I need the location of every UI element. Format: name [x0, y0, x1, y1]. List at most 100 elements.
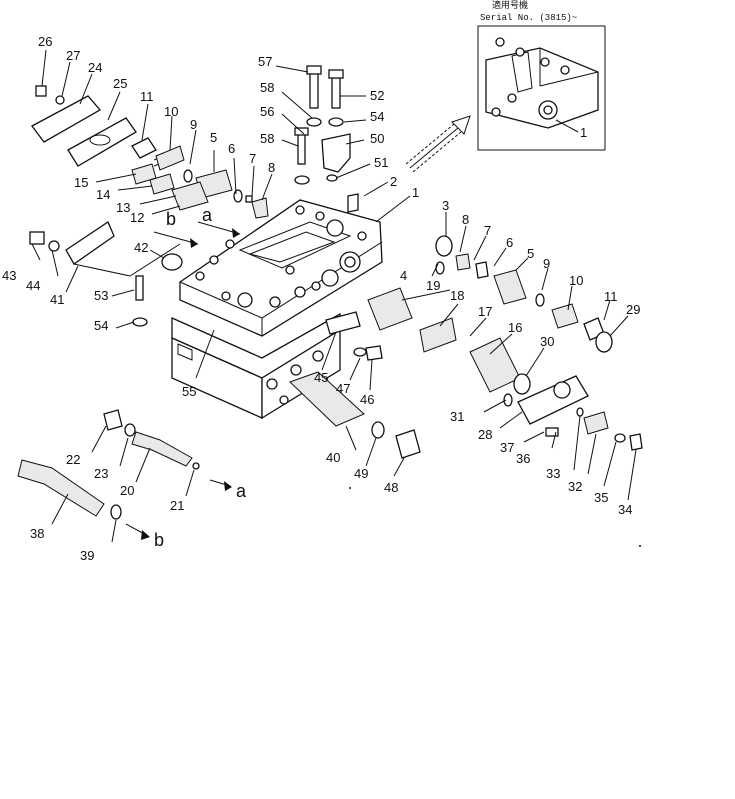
callout-35: 35 [594, 490, 608, 505]
bolt-43 [29, 231, 45, 245]
callout-6b: 6 [506, 235, 513, 250]
callout-15: 15 [74, 175, 88, 190]
callout-9a: 9 [190, 117, 197, 132]
callout-43: 43 [2, 268, 16, 283]
callout-42: 42 [134, 240, 148, 255]
callout-9b: 9 [543, 256, 550, 271]
callout-50: 50 [370, 131, 384, 146]
callout-34: 34 [618, 502, 632, 517]
right-end-cover [503, 375, 643, 451]
callout-47: 47 [336, 381, 350, 396]
callout-2: 2 [390, 174, 397, 189]
callout-18: 18 [450, 288, 464, 303]
spring-10 [155, 145, 185, 171]
callout-8a: 8 [268, 160, 275, 175]
spring-16 [469, 337, 521, 393]
callout-30: 30 [540, 334, 554, 349]
callout-36: 36 [516, 451, 530, 466]
top-bolts-bracket [294, 65, 359, 213]
callout-29: 29 [626, 302, 640, 317]
plate-25 [67, 117, 137, 167]
callout-57: 57 [258, 54, 272, 69]
plug-48 [395, 429, 421, 459]
letter-a-top: a [202, 205, 213, 225]
callout-44: 44 [26, 278, 40, 293]
spring-19 [367, 287, 413, 331]
callout-17: 17 [478, 304, 492, 319]
callout-32: 32 [568, 479, 582, 494]
inset-frame [477, 25, 606, 151]
callout-41: 41 [50, 292, 64, 307]
plug-22 [103, 409, 123, 431]
callout-40: 40 [326, 450, 340, 465]
callout-58b: 58 [260, 131, 274, 146]
flow-arrows [125, 221, 241, 540]
callout-labels: 26 27 24 25 11 10 9 5 6 7 8 15 14 13 12 … [2, 34, 640, 563]
callout-19: 19 [426, 278, 440, 293]
letter-b-top: b [166, 209, 176, 229]
o-ring-42 [161, 253, 183, 271]
callout-51: 51 [374, 155, 388, 170]
callout-52: 52 [370, 88, 384, 103]
callout-20: 20 [120, 483, 134, 498]
callout-12: 12 [130, 210, 144, 225]
spring-18 [419, 317, 457, 353]
part-14 [149, 173, 175, 195]
callout-8b: 8 [462, 212, 469, 227]
plug-11 [131, 137, 157, 159]
callout-31: 31 [450, 409, 464, 424]
letter-a-bottom: a [236, 481, 247, 501]
callout-45: 45 [314, 370, 328, 385]
callout-21: 21 [170, 498, 184, 513]
inset-serial-kanji: 適用号機 [492, 0, 528, 11]
bracket-50 [321, 133, 351, 173]
callout-54b: 54 [94, 318, 108, 333]
inset-label-1: 1 [580, 125, 587, 140]
callout-7b: 7 [484, 223, 491, 238]
upper-left-parts [31, 85, 269, 219]
piston-40 [289, 371, 365, 427]
callout-28: 28 [478, 427, 492, 442]
callout-16: 16 [508, 320, 522, 335]
callout-23: 23 [94, 466, 108, 481]
serial-inset: 適用号機 Serial No. (3815)~ 1 [477, 0, 606, 151]
callout-48: 48 [384, 480, 398, 495]
callout-1: 1 [412, 185, 419, 200]
right-spool-parts [367, 235, 613, 395]
plate-24 [31, 95, 102, 143]
callout-4: 4 [400, 268, 407, 283]
callout-55: 55 [182, 384, 196, 399]
callout-38: 38 [30, 526, 44, 541]
fitting-2 [347, 193, 359, 213]
callout-6a: 6 [228, 141, 235, 156]
left-cover [29, 221, 183, 327]
callout-54a: 54 [370, 109, 384, 124]
callout-5b: 5 [527, 246, 534, 261]
callout-11a: 11 [140, 89, 154, 104]
callout-27: 27 [66, 48, 80, 63]
callout-11b: 11 [604, 289, 618, 304]
lower-middle-parts [17, 311, 421, 520]
callout-3: 3 [442, 198, 449, 213]
callout-46: 46 [360, 392, 374, 407]
callout-24: 24 [88, 60, 102, 75]
bolt-26 [35, 85, 47, 97]
callout-58a: 58 [260, 80, 274, 95]
spool-5b [493, 269, 527, 305]
callout-14: 14 [96, 187, 110, 202]
callout-10b: 10 [569, 273, 583, 288]
cover-41 [65, 221, 115, 265]
callout-39: 39 [80, 548, 94, 563]
bolt-53 [135, 275, 144, 301]
inset-pointer-arrow [405, 115, 471, 173]
callout-7a: 7 [249, 151, 256, 166]
callout-10a: 10 [164, 104, 178, 119]
callout-25: 25 [113, 76, 127, 91]
callout-33: 33 [546, 466, 560, 481]
callout-56: 56 [260, 104, 274, 119]
leader-lines [31, 49, 637, 543]
valve-body-assembly [171, 199, 383, 420]
letter-b-bottom: b [154, 530, 164, 550]
valve-20 [131, 431, 193, 467]
